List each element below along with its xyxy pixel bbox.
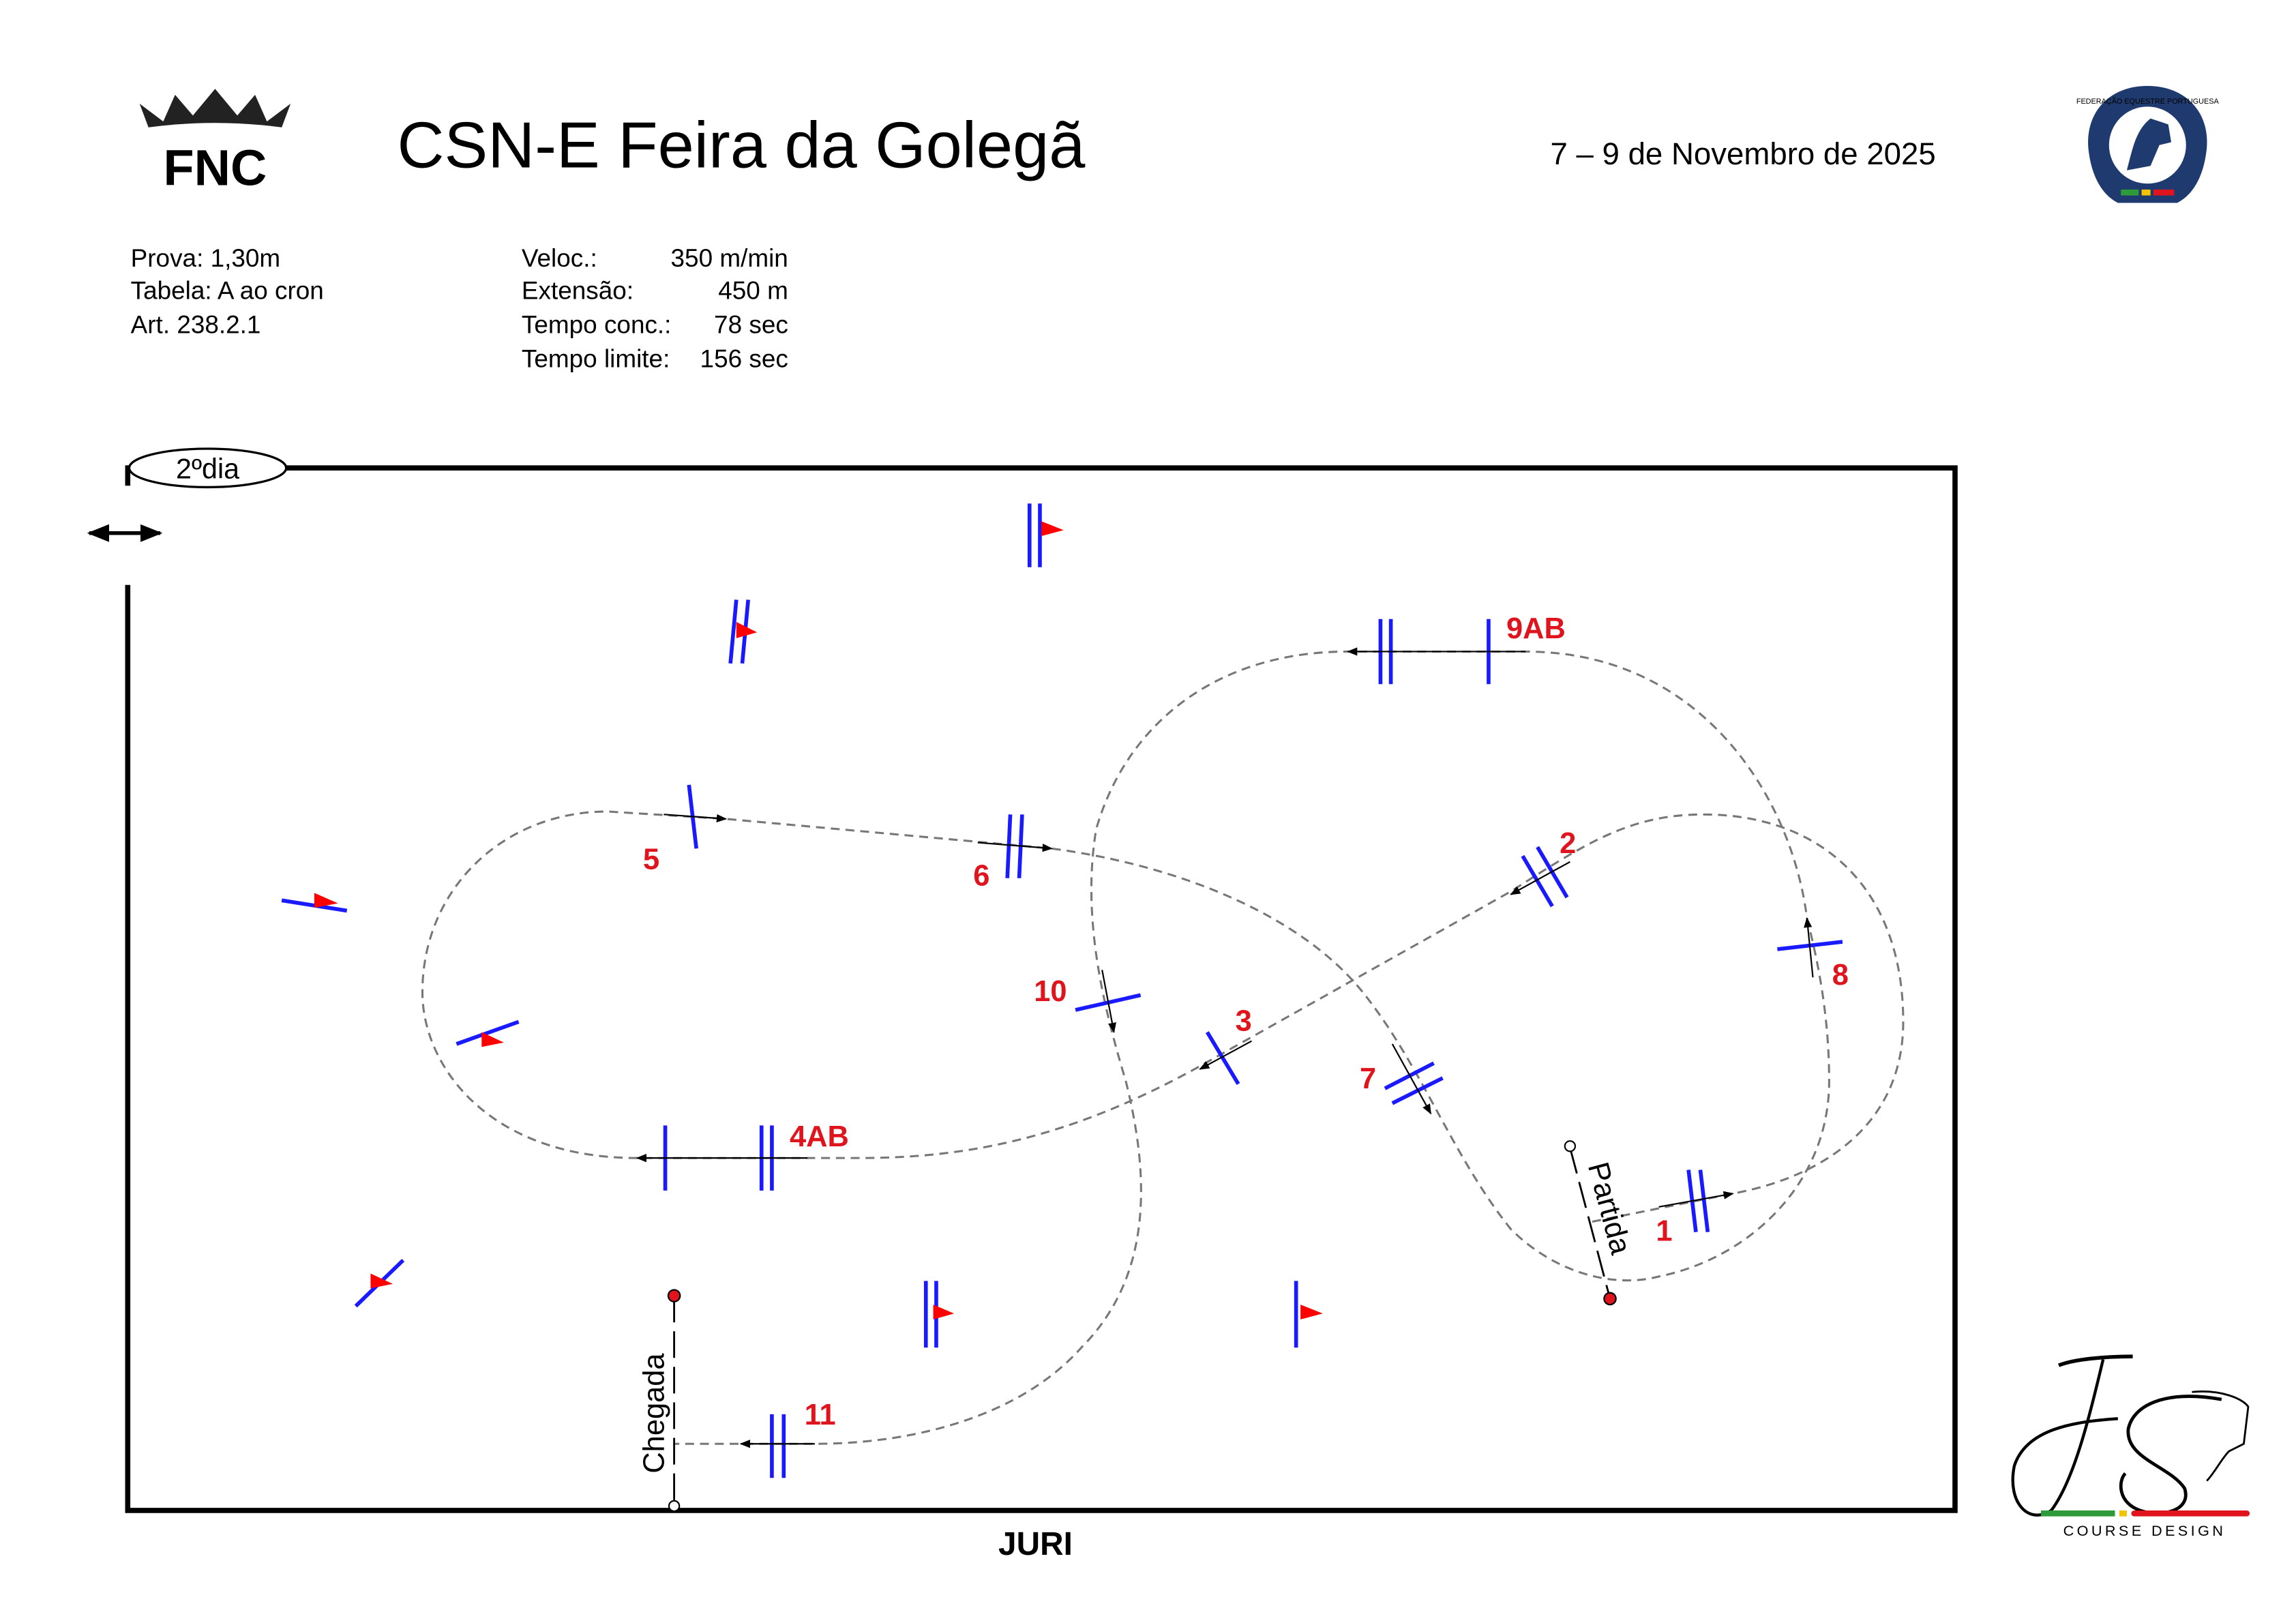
info-label: Tempo limite:	[522, 345, 670, 373]
jump-4ab: 4AB	[636, 1120, 849, 1191]
jump-5: 5	[643, 784, 728, 876]
jump-number: 9AB	[1506, 612, 1566, 645]
jump-9ab: 9AB	[1347, 612, 1566, 685]
flag-icon	[736, 622, 758, 638]
event-date: 7 – 9 de Novembro de 2025	[1551, 136, 1936, 171]
jump-11: 11	[739, 1399, 836, 1478]
jump-number: 2	[1560, 827, 1576, 860]
spare-obstacle	[281, 893, 348, 913]
jump-6: 6	[973, 814, 1053, 893]
info-value: 156 sec	[700, 345, 788, 373]
info-label: Extensão:	[522, 277, 633, 305]
designer-logo-text: COURSE DESIGN	[2063, 1522, 2226, 1539]
info-prova: Prova: 1,30m	[131, 244, 281, 272]
spare-obstacle	[728, 599, 758, 664]
jump-number: 3	[1236, 1004, 1252, 1037]
jump-number: 10	[1034, 975, 1067, 1008]
info-art: Art. 238.2.1	[131, 311, 261, 339]
info-right: Veloc.: 350 m/min Extensão: 450 m Tempo …	[522, 244, 788, 373]
spare-obstacle	[923, 1281, 955, 1348]
course-designer-logo: COURSE DESIGN	[2011, 1354, 2250, 1539]
spare-obstacle	[456, 1019, 520, 1047]
info-label: Veloc.:	[522, 244, 597, 272]
jump-number: 1	[1656, 1215, 1672, 1248]
jury-label: JURI	[998, 1526, 1073, 1562]
course-route	[421, 650, 1905, 1445]
spare-obstacle	[354, 1258, 405, 1308]
info-value: 450 m	[718, 277, 788, 305]
jump-number: 4AB	[790, 1120, 849, 1153]
flag-icon	[933, 1305, 955, 1320]
flag-icon	[370, 1273, 393, 1289]
info-value: 350 m/min	[671, 244, 788, 272]
jump-number: 7	[1360, 1062, 1376, 1095]
arena: 2ºdia JURI	[87, 447, 1958, 1562]
info-tabela: Tabela: A ao cron	[131, 277, 324, 305]
info-left: Prova: 1,30m Tabela: A ao cron Art. 238.…	[131, 244, 324, 339]
fnc-logo: FNC	[139, 89, 291, 196]
fep-logo-text: FEDERAÇÃO EQUESTRE PORTUGUESA	[2076, 97, 2220, 106]
page-title: CSN-E Feira da Golegã	[398, 109, 1086, 181]
fep-logo: FEDERAÇÃO EQUESTRE PORTUGUESA	[2076, 85, 2220, 203]
info-value: 78 sec	[714, 311, 788, 339]
finish-label: Chegada	[638, 1353, 670, 1474]
jump-7: 7	[1360, 1043, 1444, 1115]
jump-8: 8	[1777, 917, 1849, 992]
jump-number: 6	[973, 860, 989, 893]
spare-obstacle	[1294, 1281, 1323, 1348]
jump-number: 11	[805, 1399, 836, 1431]
fnc-logo-text: FNC	[164, 139, 267, 196]
jump-2: 2	[1510, 827, 1576, 908]
jump-3: 3	[1199, 1004, 1253, 1086]
info-label: Tempo conc.:	[522, 311, 672, 339]
flag-icon	[1300, 1305, 1323, 1320]
flag-icon	[314, 893, 338, 908]
start-label: Partida	[1581, 1159, 1637, 1258]
spare-obstacle	[1027, 503, 1064, 567]
finish-line: Chegada	[638, 1289, 681, 1513]
flag-icon	[481, 1032, 504, 1047]
flag-icon	[1041, 521, 1064, 537]
spare-obstacles	[281, 503, 1323, 1348]
jump-number: 5	[643, 844, 659, 876]
day-label: 2ºdia	[176, 453, 239, 484]
jump-10: 10	[1034, 970, 1142, 1034]
jump-number: 8	[1832, 959, 1849, 992]
jump-1: 1	[1656, 1170, 1734, 1248]
